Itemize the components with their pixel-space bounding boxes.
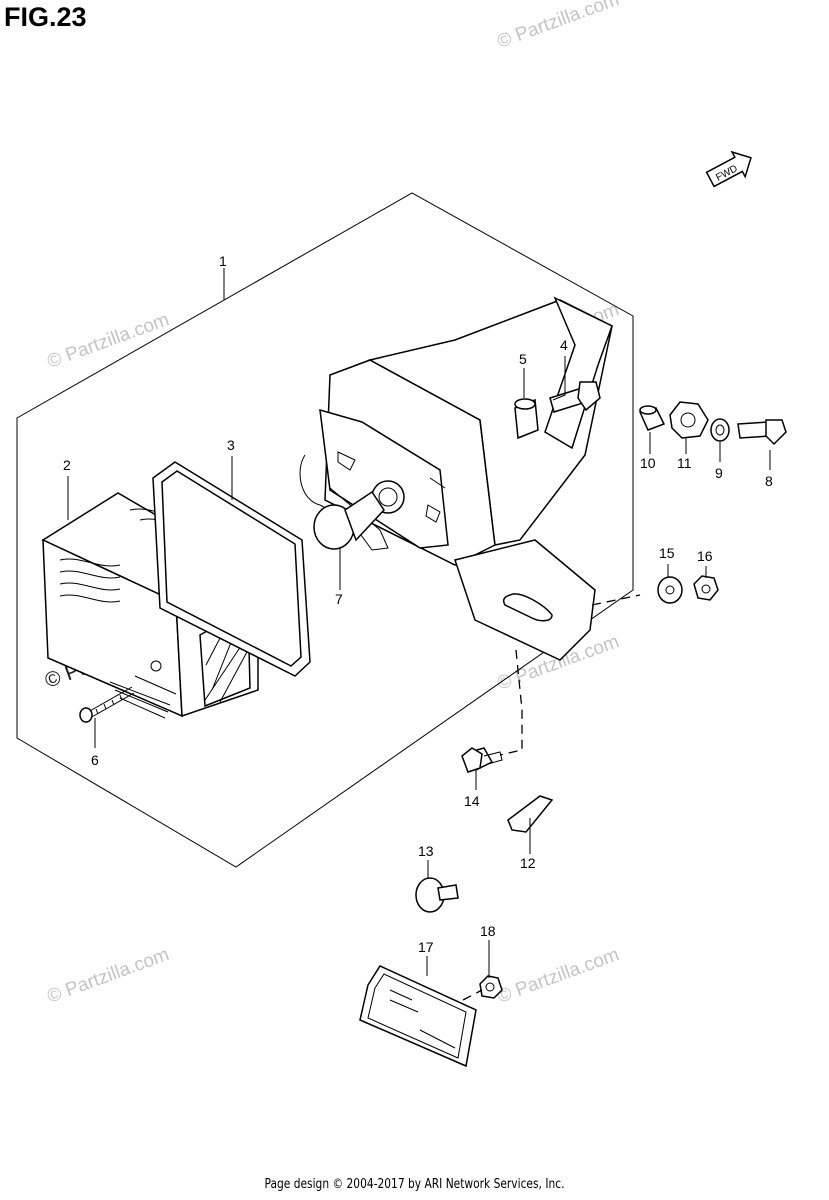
nut-18 [479,975,503,999]
watermark: © Partzilla.com [495,0,622,53]
callout-7: 7 [335,591,343,607]
watermark: © Partzilla.com [45,944,172,1008]
callout-13: 13 [418,843,434,859]
figure-title: FIG.23 [4,2,87,32]
callout-3: 3 [227,437,235,453]
callout-14: 14 [464,793,480,809]
washer-15 [657,576,683,604]
damper-11 [669,401,709,439]
washer-9 [710,418,730,442]
assembly-lines [462,594,641,1001]
callout-17: 17 [418,939,434,955]
callout-4: 4 [560,337,568,353]
exploded-parts-diagram: © Partzilla.com © Partzilla.com © Partzi… [16,0,787,1068]
callout-11: 11 [677,455,692,471]
callout-5: 5 [519,351,527,367]
callout-6: 6 [91,752,99,768]
callout-18: 18 [480,923,496,939]
callout-1: 1 [219,253,227,269]
callout-10: 10 [640,455,656,471]
callout-9: 9 [715,465,723,481]
assembly-outline [16,192,634,868]
lens-gasket [152,461,311,677]
lens-screw [79,686,135,723]
grommet-13 [415,877,459,913]
watermark: © Partzilla.com [495,944,622,1008]
mounting-bolt [549,381,601,413]
leader-lines [67,268,771,978]
reflector-17 [359,965,477,1068]
bolt-14 [461,747,503,773]
fwd-arrow-icon: FWD [705,150,752,188]
collar-10 [638,405,666,431]
tail-lamp-bulb [313,490,385,550]
bolt-8 [737,419,787,446]
callout-12: 12 [520,855,536,871]
collar [514,398,539,440]
footer-copyright: Page design © 2004-2017 by ARI Network S… [264,1177,565,1192]
callout-16: 16 [697,548,713,564]
clip-12 [507,795,554,833]
nut-16 [693,575,719,601]
callout-8: 8 [765,473,773,489]
callout-labels: 1 2 3 4 5 6 7 8 9 10 11 12 13 14 15 16 1… [63,253,773,955]
callout-2: 2 [63,457,71,473]
callout-15: 15 [659,545,675,561]
